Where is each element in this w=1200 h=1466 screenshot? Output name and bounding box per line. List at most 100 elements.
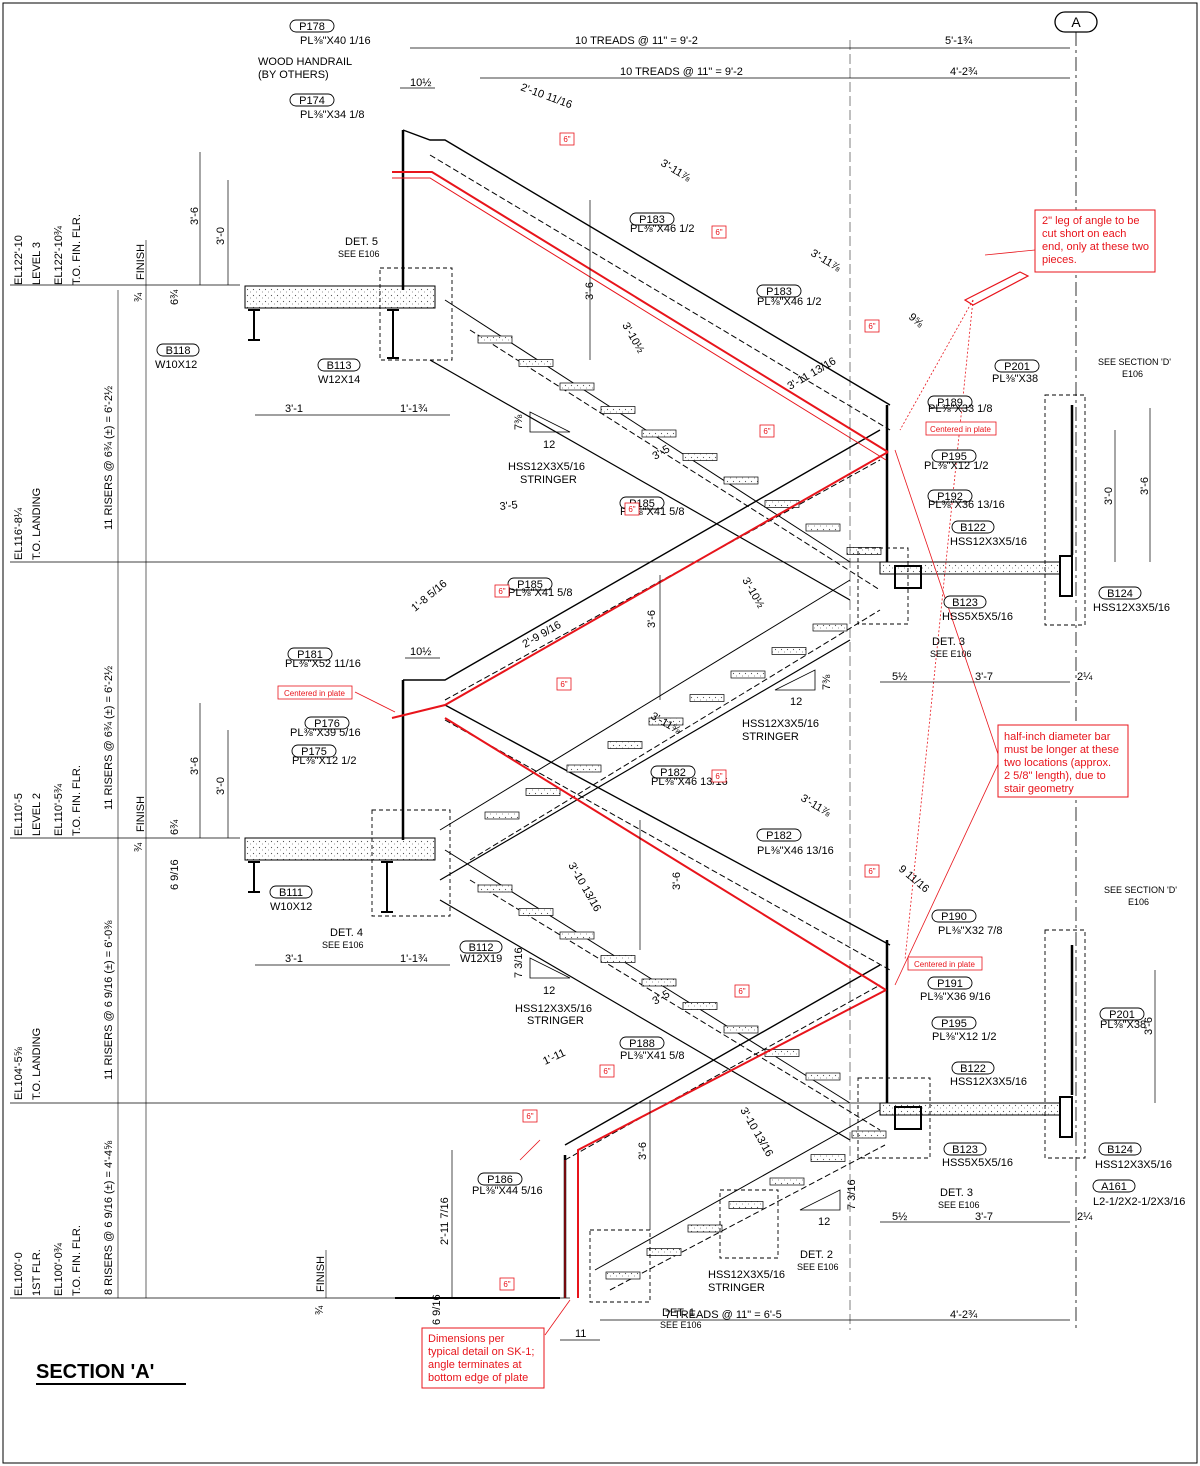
dim-3-6-mid3: 3'-6 [671, 872, 683, 890]
part-tag-desc: PL⅜"X36 9/16 [920, 991, 991, 1003]
l3-name: LEVEL 3 [31, 242, 43, 285]
tread-pan [518, 359, 554, 367]
tread-pan [518, 908, 554, 916]
tread-pan [810, 1154, 846, 1162]
det2-ref: SEE E106 [797, 1262, 839, 1272]
det3b-label: DET. 3 [940, 1187, 973, 1199]
beam-tag-desc: L2-1/2X2-1/2X3/16 [1093, 1196, 1185, 1208]
part-tag-id: P182 [766, 830, 792, 842]
landing-l-name: T.O. LANDING [31, 1028, 43, 1100]
dim-6-3-4-b: 6¾ [169, 819, 181, 835]
rise-a: 7⅜ [513, 414, 525, 430]
section-title: SECTION 'A' [36, 1361, 154, 1383]
dim-11: 11 [575, 1328, 586, 1340]
beam-tag-desc: W12X19 [460, 953, 502, 965]
part-tag-desc: PL⅜"X33 1/8 [928, 403, 992, 415]
l2-fin: EL110'-5¾ [53, 783, 65, 836]
part-tag-id: P192 [937, 491, 963, 503]
det1-ref: SEE E106 [660, 1320, 702, 1330]
det2-label: DET. 2 [800, 1249, 833, 1261]
dim-3-7-a: 3'-7 [975, 671, 993, 683]
tread-pan [846, 547, 882, 555]
dim-3-6-right: 3'-6 [1139, 477, 1151, 495]
l3-fin: EL122'-10¾ [53, 225, 65, 285]
part-tag-id: P186 [487, 1174, 513, 1186]
part-tag-desc: PL⅜"X38 [992, 373, 1038, 385]
tread-pan [641, 429, 677, 438]
dim-3-5-a: 3'-5 [499, 499, 518, 513]
beam-tag-desc: HSS12X3X5/16 [950, 1076, 1027, 1088]
six-inch-label: 6" [503, 1280, 510, 1289]
slope-triangles [529, 411, 841, 1211]
dim-6-3-4: 6¾ [169, 289, 181, 305]
tread-pan [641, 978, 677, 987]
part-tag-desc: PL⅜"X46 1/2 [757, 296, 821, 308]
part-tag-id: P191 [937, 978, 963, 990]
det4-label: DET. 4 [330, 927, 363, 939]
dim-6-9-16-a: 6 9/16 [169, 859, 181, 890]
six-inch-label: 6" [560, 680, 567, 689]
six-inch-tag: 6" [759, 424, 775, 438]
beam-tag-id: B123 [952, 1144, 978, 1156]
stringer-c1: HSS12X3X5/16 [515, 1003, 592, 1015]
run-c: 12 [543, 985, 555, 997]
part-tag-id: P175 [301, 746, 327, 758]
detail-boxes [371, 267, 1086, 1303]
risers-b: 11 RISERS @ 6¾ (±) = 6'-2½ [103, 666, 115, 810]
l1-name: 1ST FLR. [31, 1249, 43, 1296]
det3a-label: DET. 3 [932, 636, 965, 648]
part-tag-id: P189 [937, 397, 963, 409]
dim-3-10-b: 3'-10½ [619, 321, 646, 356]
dim-upper-treads: 10 TREADS @ 11" = 9'-2 [575, 35, 698, 47]
tread-pan [805, 1072, 841, 1081]
six-inch-label: 6" [563, 135, 570, 144]
stringer-a1: HSS12X3X5/16 [508, 461, 585, 473]
landing-u-name: T.O. LANDING [31, 488, 43, 560]
l2-fin-name: T.O. FIN. FLR. [71, 765, 83, 836]
stringer-c2: STRINGER [527, 1015, 584, 1027]
part-tag-id: P195 [941, 451, 967, 463]
centered-note-3: Centered in plate [914, 960, 975, 969]
dim-upper-treads-2: 10 TREADS @ 11" = 9'-2 [620, 66, 743, 78]
dim-note-2: typical detail on SK-1; [428, 1346, 534, 1358]
part-tag-desc: PL⅜"X52 11/16 [285, 658, 361, 670]
beam-tag-desc: HSS5X5X5/16 [942, 1157, 1013, 1169]
tread-pan [805, 523, 841, 532]
part-tag-id: P183 [766, 286, 792, 298]
dim-3-5-c: 3'-5 [651, 988, 673, 1007]
six-inch-tag: 6" [734, 984, 750, 998]
part-tag-desc: PL⅜"X46 13/16 [651, 776, 728, 788]
stringer-d1: HSS12X3X5/16 [708, 1269, 785, 1281]
six-inch-label: 6" [498, 587, 505, 596]
l3-el: EL122'-10 [13, 235, 25, 285]
dim-3-10-d: 3'-10 13/16 [737, 1106, 775, 1159]
beam-sections [248, 309, 1073, 1138]
dim-3-11-c: 3'-11⅞ [798, 792, 833, 819]
tread-pan [769, 1177, 805, 1186]
risers-c: 11 RISERS @ 6 9/16 (±) = 6'-0⅜ [103, 920, 115, 1080]
run-b: 12 [790, 696, 802, 708]
tread-pan [477, 884, 513, 893]
beam-tag-id: B122 [960, 522, 986, 534]
dim-6-9-16-b: 6 9/16 [431, 1294, 443, 1325]
dim-3-11-a: 3'-11⅞ [658, 157, 693, 184]
dim-note-3: angle terminates at [428, 1359, 522, 1371]
tread-pan [566, 764, 602, 773]
six-inch-label: 6" [763, 427, 770, 436]
risers-d: 8 RISERS @ 6 9/16 (±) = 4'-4⅝ [103, 1140, 115, 1295]
six-inch-tag: 6" [522, 1109, 538, 1123]
six-inch-tag: 6" [711, 225, 727, 239]
beam-tag-id: B111 [279, 887, 303, 899]
